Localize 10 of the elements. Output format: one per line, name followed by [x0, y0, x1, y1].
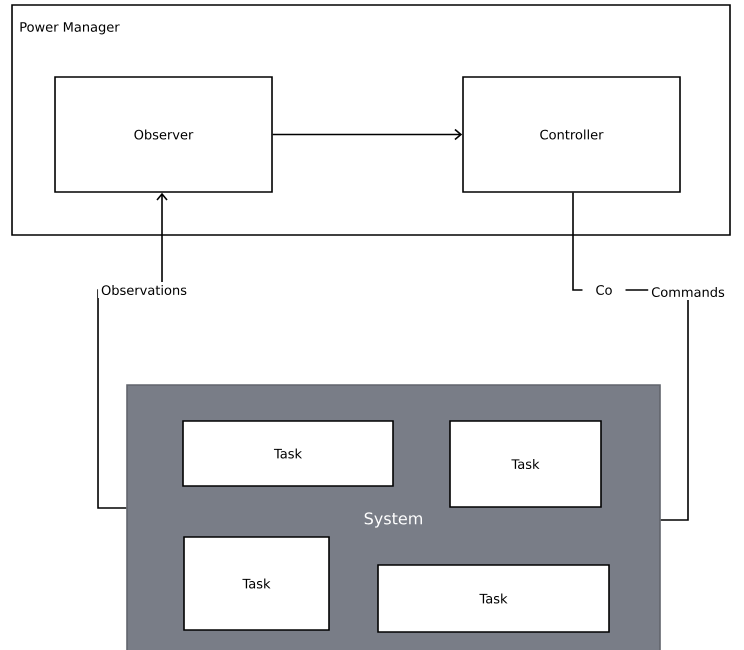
- task-box: Task: [182, 420, 394, 487]
- task-box: Task: [183, 536, 330, 631]
- task-box: Task: [449, 420, 602, 508]
- process-box: Controller: [462, 76, 681, 193]
- label-text: Co: [582, 282, 626, 298]
- task-box: Task: [377, 564, 610, 633]
- process-box: Observer: [54, 76, 273, 193]
- edge-label: Observations: [98, 282, 190, 298]
- arrow: [272, 128, 462, 140]
- edge-label: Commands: [648, 284, 728, 300]
